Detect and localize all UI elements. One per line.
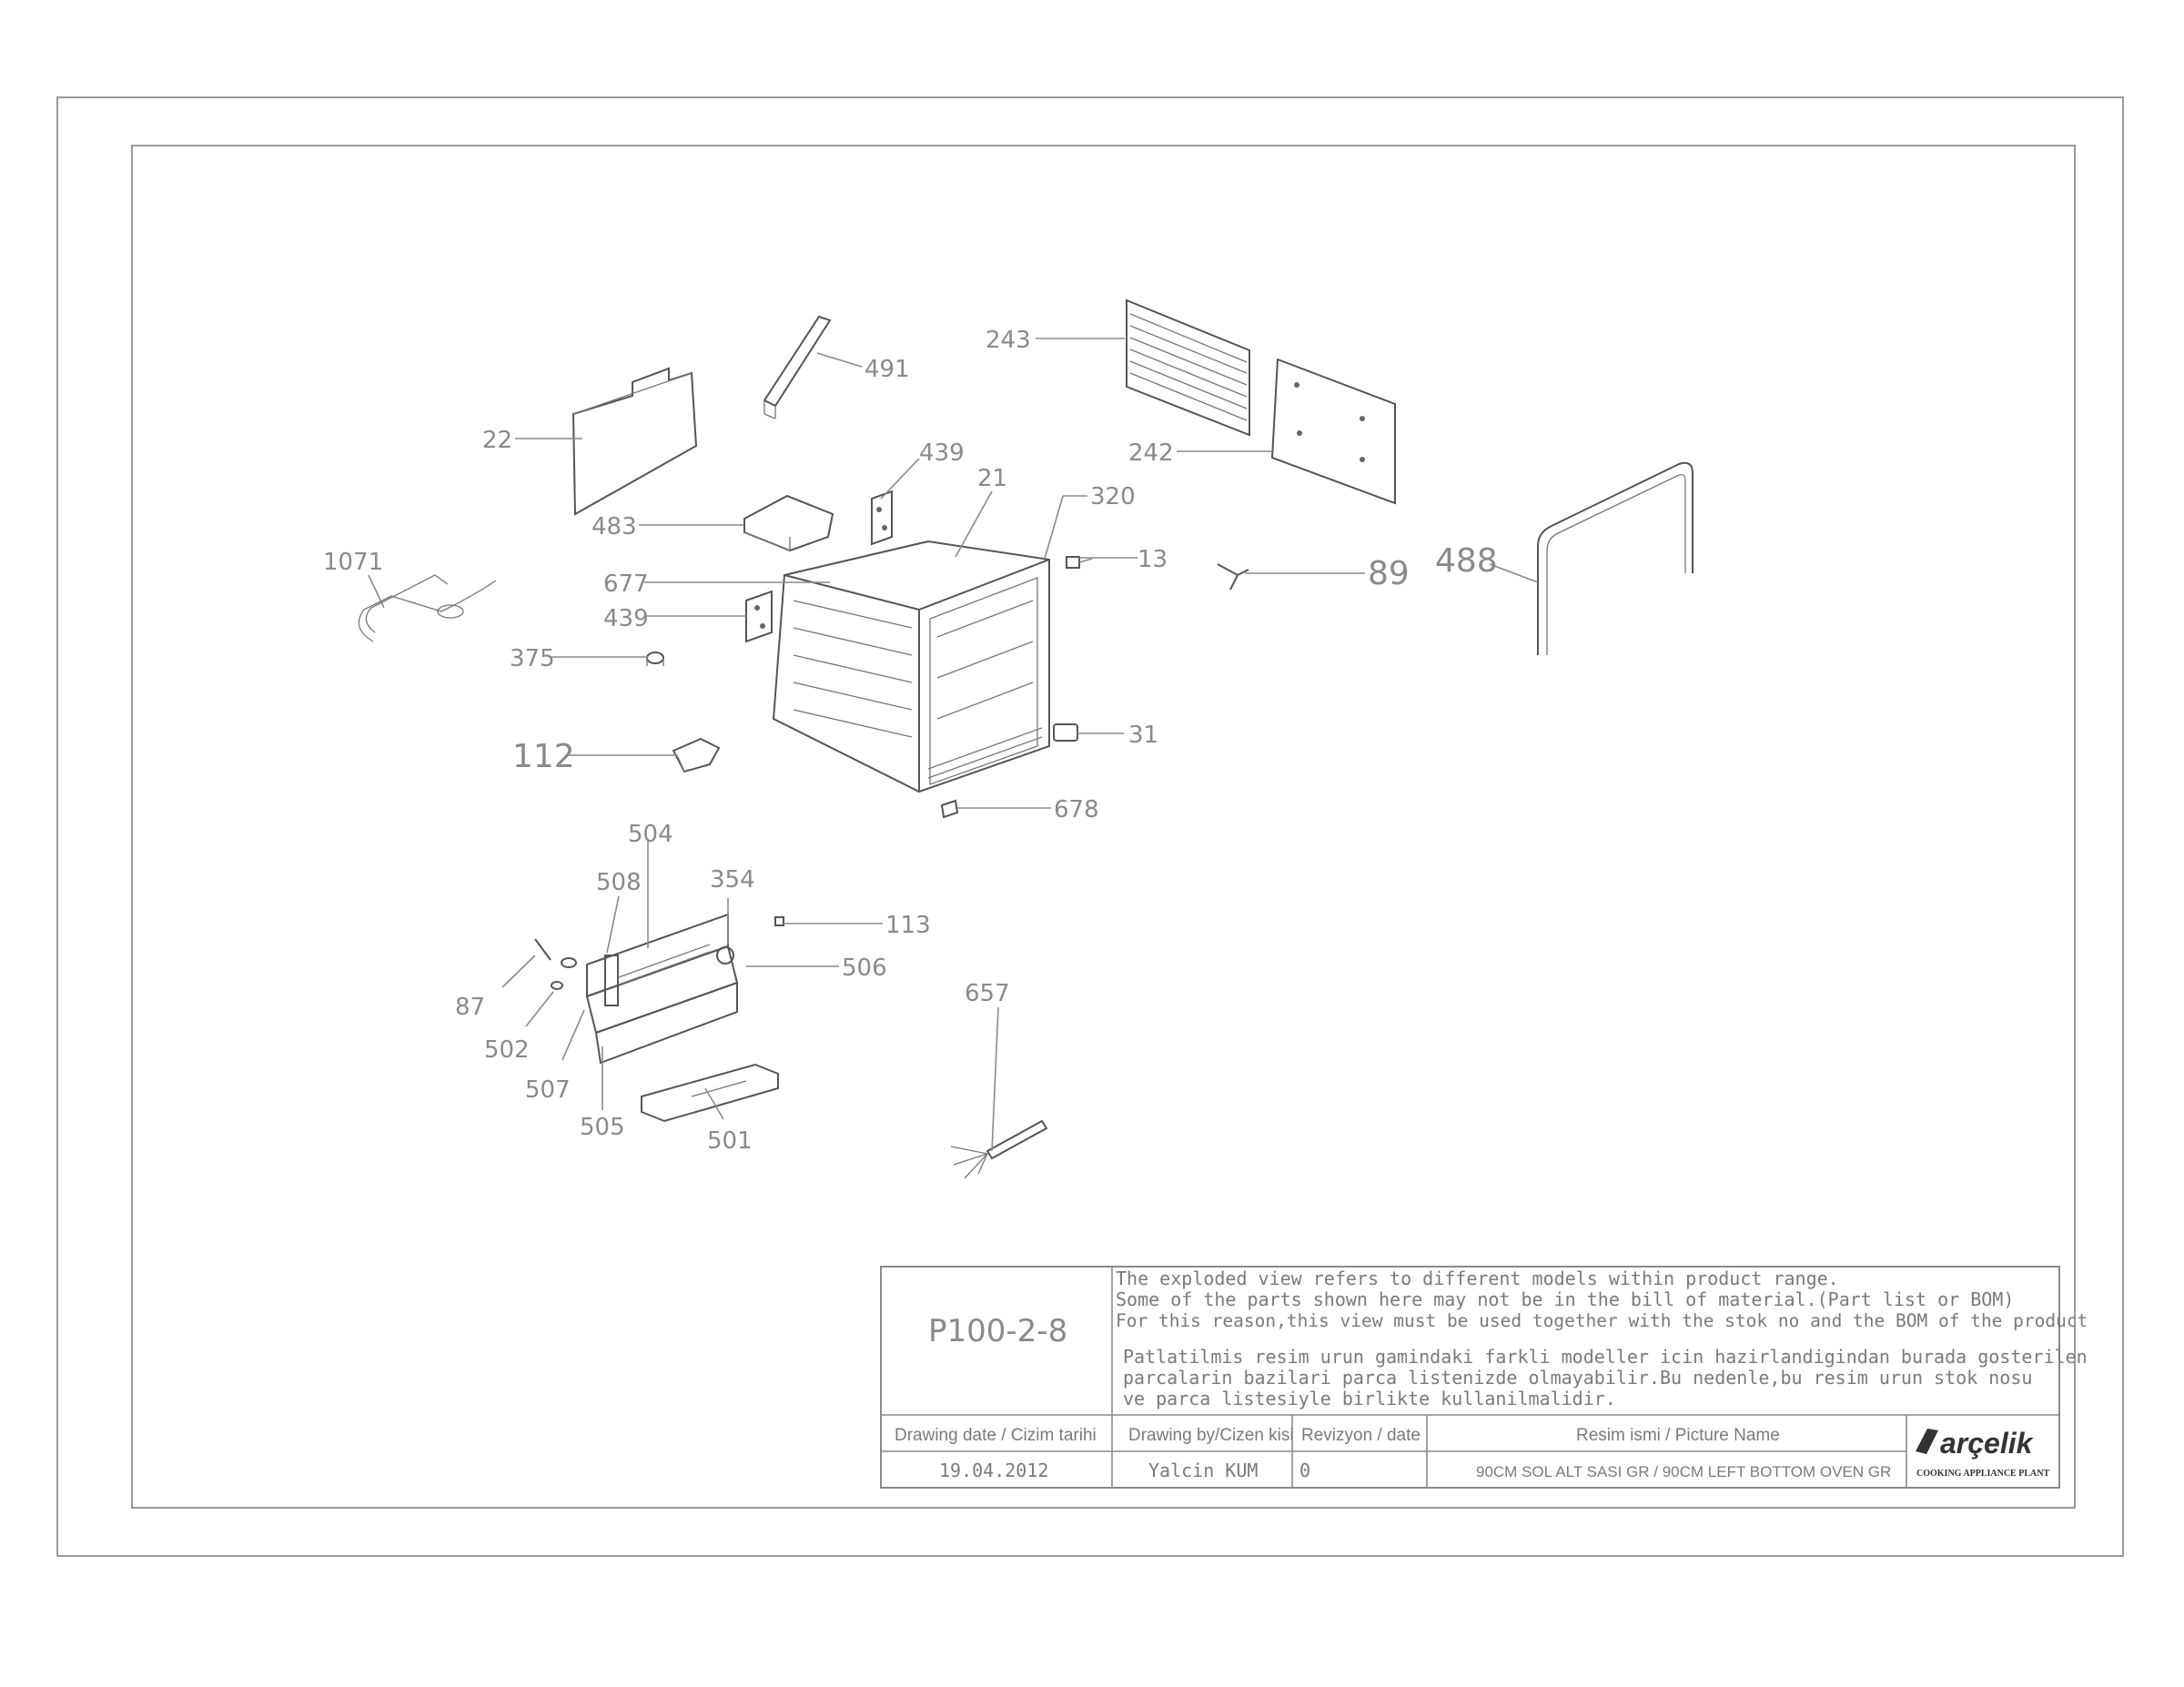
part-483-cover: [743, 494, 834, 552]
part-488-element: [1537, 461, 1694, 655]
note-tr-line-3: ve parca listesiyle birlikte kullanilmal…: [1123, 1388, 1616, 1409]
header-picture-name: Resim ismi / Picture Name: [1576, 1426, 1780, 1445]
part-112-bracket: [672, 737, 721, 773]
callout-113: 113: [885, 912, 931, 939]
callout-508: 508: [596, 869, 642, 896]
callout-13: 13: [1138, 546, 1168, 573]
callout-320: 320: [1090, 483, 1136, 510]
callout-243: 243: [986, 327, 1031, 354]
part-1071-wire: [358, 574, 497, 642]
callout-501: 501: [707, 1127, 753, 1155]
callout-375: 375: [510, 645, 555, 672]
value-picture-name: 90CM SOL ALT SASI GR / 90CM LEFT BOTTOM …: [1476, 1463, 1891, 1480]
title-block: P100-2-8 The exploded view refers to dif…: [880, 1266, 2088, 1489]
callout-678: 678: [1054, 796, 1099, 823]
part-375-grommet: [646, 652, 664, 666]
outer-border: [56, 96, 2124, 1557]
note-en-line-1: The exploded view refers to different mo…: [1116, 1268, 1839, 1289]
callout-677: 677: [603, 571, 649, 598]
callout-112: 112: [512, 738, 575, 775]
callout-labels: 243 491 22 242 439 21 320 483 1071 13 89…: [323, 327, 1498, 1155]
callout-506: 506: [842, 955, 887, 982]
callout-657: 657: [965, 980, 1010, 1007]
arcelik-logo: arçelik COOKING APPLIANCE PLANT: [1916, 1427, 2049, 1479]
header-drawing-date: Drawing date / Cizim tarihi: [895, 1426, 1097, 1445]
part-31-holder: [1053, 723, 1078, 742]
svg-text:arçelik: arçelik: [1940, 1427, 2035, 1460]
callout-89: 89: [1368, 555, 1410, 592]
callout-87: 87: [455, 994, 485, 1021]
part-502-injector: [551, 981, 563, 990]
part-243-rack-grille: [1126, 298, 1250, 437]
note-tr-line-2: parcalarin bazilari parca listenizde olm…: [1123, 1367, 2032, 1389]
callout-504: 504: [628, 821, 673, 848]
part-13-clip: [1066, 556, 1093, 569]
leader-lines: [368, 338, 1539, 1152]
part-439-bracket-left: [745, 590, 773, 643]
callout-439-left: 439: [603, 605, 649, 632]
value-drawing-by: Yalcin KUM: [1148, 1460, 1258, 1481]
part-504-burner-assembly: [585, 913, 739, 1065]
value-drawing-date: 19.04.2012: [939, 1460, 1048, 1481]
header-revision: Revizyon / date: [1301, 1426, 1421, 1445]
part-89-clip: [1217, 563, 1249, 591]
callout-354: 354: [710, 866, 755, 894]
callout-488: 488: [1435, 542, 1498, 580]
callout-483: 483: [592, 513, 637, 540]
callout-505: 505: [580, 1114, 625, 1141]
callout-439-top: 439: [919, 439, 965, 467]
part-501-cover: [641, 1063, 779, 1123]
drawing-code: P100-2-8: [928, 1313, 1067, 1349]
callout-507: 507: [525, 1076, 571, 1104]
svg-text:COOKING APPLIANCE PLANT: COOKING APPLIANCE PLANT: [1916, 1469, 2049, 1479]
callout-491: 491: [864, 356, 910, 383]
callout-21: 21: [977, 465, 1007, 492]
part-87-injector: [534, 938, 577, 968]
callout-31: 31: [1128, 722, 1158, 749]
value-revision: 0: [1299, 1460, 1310, 1481]
part-491-bar: [763, 315, 832, 419]
callout-1071: 1071: [323, 549, 383, 576]
callout-242: 242: [1128, 439, 1174, 467]
header-drawing-by: Drawing by/Cizen kisi: [1128, 1426, 1294, 1445]
note-en-line-2: Some of the parts shown here may not be …: [1116, 1288, 2014, 1310]
part-657-cable: [950, 1119, 1048, 1179]
part-439-bracket-top: [871, 490, 893, 546]
callout-502: 502: [484, 1036, 530, 1064]
part-22-board: [571, 367, 698, 516]
note-tr-line-1: Patlatilmis resim urun gamindaki farkli …: [1123, 1346, 2088, 1368]
part-242-plate: [1270, 358, 1396, 505]
callout-22: 22: [482, 427, 512, 454]
inner-border: [131, 145, 2076, 1509]
part-21-oven-frame: [772, 540, 1050, 793]
part-678-plate: [940, 799, 959, 819]
note-en-line-3: For this reason,this view must be used t…: [1116, 1310, 2088, 1331]
part-113-clip: [774, 916, 784, 926]
